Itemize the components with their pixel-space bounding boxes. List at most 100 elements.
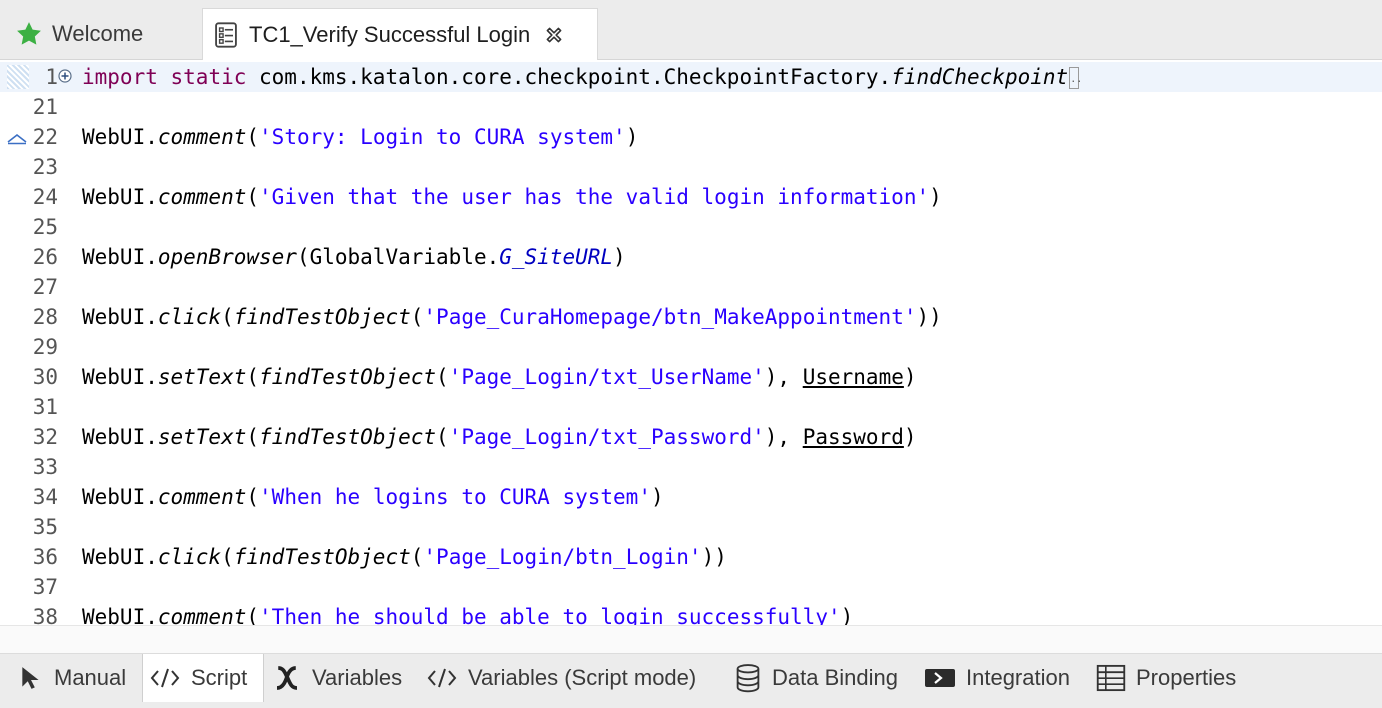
code-token: 'Page_Login/txt_Password' bbox=[448, 425, 765, 449]
line-number: 37 bbox=[32, 575, 58, 599]
line-gutter: 21 bbox=[0, 92, 80, 122]
code-token: ( bbox=[246, 485, 260, 509]
code-token: click bbox=[157, 305, 222, 329]
code-token: findTestObject bbox=[259, 365, 437, 389]
code-text: WebUI.comment('Story: Login to CURA syst… bbox=[82, 122, 638, 152]
code-token: comment bbox=[157, 605, 247, 625]
line-number: 22 bbox=[32, 125, 58, 149]
tab-welcome[interactable]: Welcome bbox=[0, 8, 198, 60]
code-token: 'Page_CuraHomepage/btn_MakeAppointment' bbox=[423, 305, 917, 329]
line-number: 1 bbox=[45, 65, 58, 89]
star-icon bbox=[14, 19, 44, 49]
code-text: WebUI.setText(findTestObject('Page_Login… bbox=[82, 422, 917, 452]
code-token: WebUI. bbox=[82, 605, 158, 625]
tab-integration[interactable]: Integration bbox=[924, 654, 1090, 702]
tab-variables[interactable]: Variables bbox=[270, 654, 416, 702]
line-number: 29 bbox=[32, 335, 58, 359]
current-line-indicator bbox=[7, 65, 29, 89]
code-line[interactable]: 23 bbox=[0, 152, 1382, 182]
code-token: WebUI. bbox=[82, 185, 158, 209]
code-text: WebUI.click(findTestObject('Page_CuraHom… bbox=[82, 302, 942, 332]
code-token: findTestObject bbox=[233, 545, 411, 569]
code-token: ( bbox=[246, 365, 260, 389]
line-number: 28 bbox=[32, 305, 58, 329]
line-number: 24 bbox=[32, 185, 58, 209]
tab-properties[interactable]: Properties bbox=[1096, 654, 1262, 702]
database-icon bbox=[734, 663, 762, 693]
tab-manual-label: Manual bbox=[54, 665, 127, 690]
code-line[interactable]: 33 bbox=[0, 452, 1382, 482]
code-token: findCheckpoint bbox=[891, 65, 1069, 89]
expand-fold-icon[interactable] bbox=[58, 69, 72, 83]
code-token: ( bbox=[410, 305, 424, 329]
tab-script[interactable]: Script bbox=[142, 654, 264, 702]
tab-integration-label: Integration bbox=[966, 665, 1070, 690]
code-token: ( bbox=[246, 425, 260, 449]
code-token: 'When he logins to CURA system' bbox=[259, 485, 651, 509]
code-token: ( bbox=[246, 605, 260, 625]
close-icon[interactable] bbox=[542, 23, 566, 47]
code-line[interactable]: 21 bbox=[0, 92, 1382, 122]
code-text: import static com.kms.katalon.core.check… bbox=[82, 62, 1082, 95]
code-token: ), bbox=[764, 365, 803, 389]
line-number: 25 bbox=[32, 215, 58, 239]
code-line[interactable]: 32 WebUI.setText(findTestObject('Page_Log… bbox=[0, 422, 1382, 452]
code-token: 'Page_Login/txt_UserName' bbox=[448, 365, 765, 389]
code-text: WebUI.comment('When he logins to CURA sy… bbox=[82, 482, 664, 512]
code-token: WebUI. bbox=[82, 485, 158, 509]
line-number: 32 bbox=[32, 425, 58, 449]
tab-data-binding[interactable]: Data Binding bbox=[732, 654, 918, 702]
code-token: import bbox=[82, 65, 158, 89]
tab-manual[interactable]: Manual bbox=[14, 654, 142, 702]
code-line[interactable]: 29 bbox=[0, 332, 1382, 362]
code-line[interactable]: 22 WebUI.comment('Story: Login to CURA sy… bbox=[0, 122, 1382, 152]
code-token: openBrowser bbox=[157, 245, 297, 269]
code-token: com.kms.katalon.core.checkpoint.Checkpoi… bbox=[246, 65, 892, 89]
line-number: 23 bbox=[32, 155, 58, 179]
line-number: 33 bbox=[32, 455, 58, 479]
code-line[interactable]: 35 bbox=[0, 512, 1382, 542]
code-line[interactable]: 25 bbox=[0, 212, 1382, 242]
line-gutter: 22 bbox=[0, 122, 80, 152]
code-line[interactable]: 24 WebUI.comment('Given that the user has… bbox=[0, 182, 1382, 212]
tab-variables-script-mode[interactable]: Variables (Script mode) bbox=[424, 654, 724, 702]
tab-variables-label: Variables bbox=[312, 665, 403, 690]
code-token: WebUI. bbox=[82, 245, 158, 269]
test-case-icon bbox=[211, 20, 241, 50]
code-text: WebUI.setText(findTestObject('Page_Login… bbox=[82, 362, 917, 392]
code-line[interactable]: 31 bbox=[0, 392, 1382, 422]
code-line[interactable]: 1 import static com.kms.katalon.core.chec… bbox=[0, 62, 1382, 95]
code-token: ) bbox=[903, 365, 917, 389]
code-token: WebUI. bbox=[82, 425, 158, 449]
integration-icon bbox=[924, 666, 956, 690]
code-line[interactable]: 28 WebUI.click(findTestObject('Page_CuraH… bbox=[0, 302, 1382, 332]
line-gutter: 36 bbox=[0, 542, 80, 572]
line-gutter: 28 bbox=[0, 302, 80, 332]
line-number: 31 bbox=[32, 395, 58, 419]
code-text: WebUI.comment('Given that the user has t… bbox=[82, 182, 942, 212]
tab-properties-label: Properties bbox=[1136, 665, 1237, 690]
code-line[interactable]: 37 bbox=[0, 572, 1382, 602]
code-token: ( bbox=[221, 545, 234, 569]
code-token: ) bbox=[903, 425, 917, 449]
code-line[interactable]: 27 bbox=[0, 272, 1382, 302]
code-editor[interactable]: 1 import static com.kms.katalon.core.chec… bbox=[0, 60, 1382, 625]
code-token: ( bbox=[246, 125, 260, 149]
horizontal-scrollbar[interactable] bbox=[0, 625, 1382, 654]
line-gutter: 23 bbox=[0, 152, 80, 182]
code-token: ( bbox=[436, 365, 449, 389]
code-token: static bbox=[170, 65, 247, 89]
tab-test-case[interactable]: TC1_Verify Successful Login bbox=[202, 8, 598, 60]
code-token: setText bbox=[157, 425, 247, 449]
tab-variables-script-mode-label: Variables (Script mode) bbox=[468, 665, 697, 690]
folded-imports-indicator[interactable] bbox=[1069, 65, 1082, 95]
code-token: findTestObject bbox=[233, 305, 411, 329]
code-token: 'Then he should be able to login success… bbox=[259, 605, 841, 625]
code-token: ( bbox=[221, 305, 234, 329]
line-gutter: 24 bbox=[0, 182, 80, 212]
